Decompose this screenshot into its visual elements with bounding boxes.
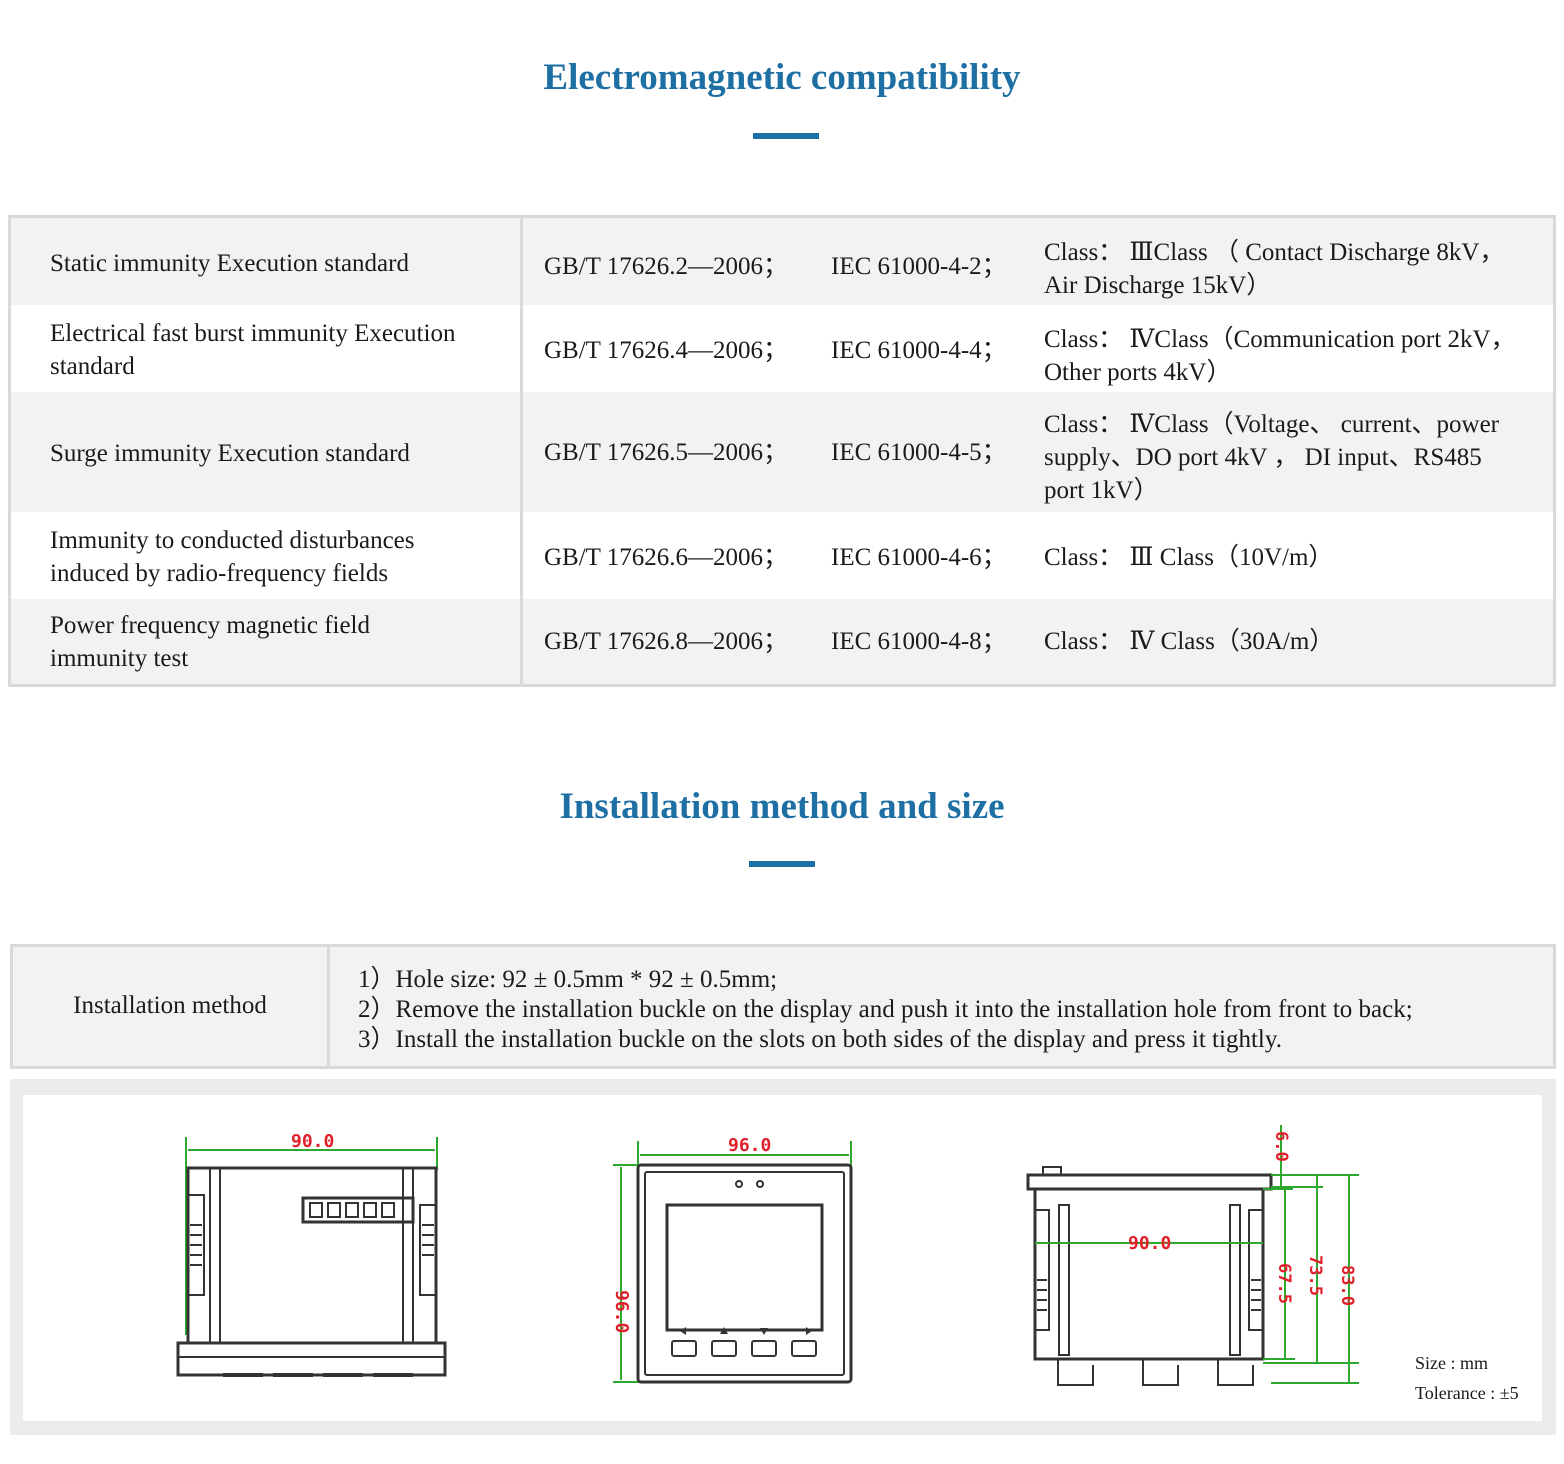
side-view-h1-label: 67.5: [1274, 1263, 1294, 1304]
side-view-width-label: 90.0: [1128, 1233, 1171, 1254]
class-line: Other ports 4kV）: [1044, 359, 1232, 386]
side-view-drawing: [1026, 1125, 1359, 1386]
front-view-height-label: 96.0: [611, 1290, 632, 1333]
top-view-drawing: [176, 1137, 447, 1377]
installation-steps: 1）Hole size: 92 ± 0.5mm * 92 ± 0.5mm; 2）…: [358, 965, 1413, 1055]
class-line: Class： ⅢClass （ Contact Discharge 8kV，: [1044, 239, 1505, 266]
gb-standard: GB/T 17626.4—2006；: [544, 337, 788, 364]
front-view-button-arrows: [680, 1327, 812, 1335]
iec-standard: IEC 61000-4-5；: [831, 439, 1007, 466]
table-row: Surge immunity Execution standard GB/T 1…: [11, 392, 1553, 512]
test-class: Class： ⅣClass（Voltage、 current、power sup…: [1044, 408, 1550, 507]
top-view-width-label: 90.0: [291, 1131, 334, 1152]
class-line: Air Discharge 15kV）: [1044, 272, 1272, 299]
installation-label: Installation method: [73, 992, 267, 1019]
side-view-panel-label: 6.0: [1271, 1131, 1291, 1162]
test-name: Surge immunity Execution standard: [50, 440, 410, 467]
drawing-panel: 90.0 96.0 96.0: [23, 1095, 1542, 1421]
installation-table: Installation method 1）Hole size: 92 ± 0.…: [10, 944, 1556, 1069]
installation-title-underline: [749, 861, 815, 867]
installation-step: 3）Install the installation buckle on the…: [358, 1026, 1282, 1053]
tolerance-note: Tolerance : ±5: [1415, 1383, 1519, 1403]
class-line: Class： Ⅲ Class（10V/m）: [1044, 544, 1334, 571]
class-line: Class： ⅣClass（Communication port 2kV，: [1044, 326, 1516, 353]
front-view-width-label: 96.0: [728, 1135, 771, 1156]
side-view-h3-label: 83.0: [1337, 1265, 1357, 1306]
gb-standard: GB/T 17626.2—2006；: [544, 253, 788, 280]
installation-step: 1）Hole size: 92 ± 0.5mm * 92 ± 0.5mm;: [358, 966, 778, 993]
emc-section-title: Electromagnetic compatibility: [543, 57, 1021, 98]
test-name: Immunity to conducted disturbances induc…: [50, 527, 415, 587]
installation-step: 2）Remove the installation buckle on the …: [358, 996, 1413, 1023]
test-name: Electrical fast burst immunity Execution…: [50, 320, 456, 380]
column-divider: [520, 218, 523, 684]
gb-standard: GB/T 17626.8—2006；: [544, 628, 788, 655]
table-row: Electrical fast burst immunity Execution…: [11, 305, 1553, 392]
emc-table: Static immunity Execution standard GB/T …: [8, 215, 1556, 687]
installation-section-title: Installation method and size: [559, 786, 1005, 827]
test-class: Class： Ⅲ Class（10V/m）: [1044, 541, 1550, 574]
test-name: Static immunity Execution standard: [50, 250, 409, 277]
table-row: Static immunity Execution standard GB/T …: [11, 218, 1553, 305]
emc-title-underline: [753, 133, 819, 139]
iec-standard: IEC 61000-4-6；: [831, 544, 1007, 571]
gb-standard: GB/T 17626.5—2006；: [544, 439, 788, 466]
iec-standard: IEC 61000-4-4；: [831, 337, 1007, 364]
class-line: supply、DO port 4kV ， DI input、RS485: [1044, 444, 1482, 471]
column-divider: [327, 947, 330, 1066]
test-class: Class： ⅢClass （ Contact Discharge 8kV， A…: [1044, 236, 1550, 302]
test-class: Class： ⅣClass（Communication port 2kV， Ot…: [1044, 323, 1550, 389]
test-name: Power frequency magnetic field immunity …: [50, 612, 371, 672]
front-view-drawing: [613, 1141, 853, 1384]
table-row: Immunity to conducted disturbances induc…: [11, 512, 1553, 599]
test-class: Class： Ⅳ Class（30A/m）: [1044, 625, 1550, 658]
class-line: port 1kV）: [1044, 477, 1159, 504]
iec-standard: IEC 61000-4-2；: [831, 253, 1007, 280]
size-unit-note: Size : mm: [1415, 1353, 1488, 1373]
iec-standard: IEC 61000-4-8；: [831, 628, 1007, 655]
dimension-drawings: 90.0 96.0 96.0: [176, 1125, 1359, 1386]
table-row: Power frequency magnetic field immunity …: [11, 599, 1553, 684]
class-line: Class： Ⅳ Class（30A/m）: [1044, 628, 1335, 655]
side-view-h2-label: 73.5: [1305, 1255, 1325, 1296]
gb-standard: GB/T 17626.6—2006；: [544, 544, 788, 571]
class-line: Class： ⅣClass（Voltage、 current、power: [1044, 411, 1500, 438]
